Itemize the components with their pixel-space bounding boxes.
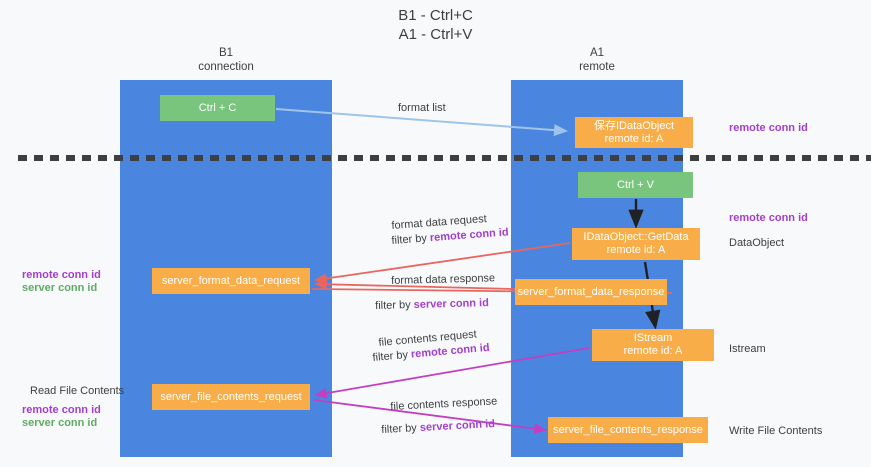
annotation-remote-conn-id-top: remote conn id [729, 122, 808, 134]
node-save-idataobject-line2: remote id: A [604, 132, 664, 145]
lane-header-b1-name: B1 [218, 47, 234, 59]
annotation-left-remote-conn-id-1: remote conn id [22, 269, 101, 281]
node-idataobject-getdata[interactable]: IDataObject::GetData remote id: A [572, 228, 700, 260]
filter-key-server-conn-id: server conn id [413, 297, 490, 311]
title-line-2: A1 - Ctrl+V [398, 26, 473, 43]
annotation-left-server-conn-id-2: server conn id [22, 417, 98, 429]
node-server-file-contents-request[interactable]: server_file_contents_request [152, 384, 310, 410]
node-istream-line2: remote id: A [623, 345, 683, 357]
annotation-write-file-contents: Write File Contents [729, 425, 823, 437]
node-server-format-data-response-label: server_format_data_response [517, 285, 665, 298]
edge-label-file-contents-response-filter: filter by server conn id [381, 417, 495, 437]
lane-header-b1: B1 connection [146, 46, 306, 74]
edge-label-file-contents-response: file contents response [390, 395, 498, 413]
lane-header-a1: A1 remote [517, 46, 677, 74]
filter-prefix: filter by [375, 298, 414, 312]
annotation-left-server-conn-id-1: server conn id [22, 282, 98, 294]
phase-divider-dashed-line [18, 155, 871, 161]
node-server-format-data-request[interactable]: server_format_data_request [152, 268, 310, 294]
annotation-istream: Istream [729, 343, 766, 355]
node-ctrl-v[interactable]: Ctrl + V [578, 172, 693, 198]
filter-prefix: filter by [372, 348, 412, 364]
node-save-idataobject-line1: 保存IDataObject [593, 119, 675, 132]
lane-header-b1-role: connection [198, 61, 254, 73]
annotation-read-file-contents: Read File Contents [30, 385, 125, 397]
node-ctrl-c[interactable]: Ctrl + C [160, 95, 275, 121]
node-save-idataobject[interactable]: 保存IDataObject remote id: A [575, 117, 693, 148]
edge-label-format-data-response: format data response [391, 272, 496, 287]
node-server-format-data-request-label: server_format_data_request [161, 274, 301, 287]
node-server-file-contents-response[interactable]: server_file_contents_response [548, 417, 708, 443]
filter-key-server-conn-id: server conn id [419, 418, 496, 434]
node-idataobject-getdata-line2: remote id: A [606, 244, 666, 256]
edge-label-format-data-response-filter: filter by server conn id [375, 296, 489, 313]
filter-prefix: filter by [391, 232, 431, 247]
node-server-format-data-response[interactable]: server_format_data_response [515, 279, 667, 305]
annotation-remote-conn-id-mid: remote conn id [729, 212, 808, 224]
node-server-file-contents-response-label: server_file_contents_response [553, 423, 703, 436]
node-istream-line1: IStream [633, 332, 673, 344]
annotation-left-remote-conn-id-2: remote conn id [22, 404, 101, 416]
diagram-title: B1 - Ctrl+C A1 - Ctrl+V [0, 6, 871, 44]
lane-header-a1-name: A1 [589, 47, 605, 59]
edge-label-format-list: format list [398, 102, 446, 114]
node-ctrl-c-label: Ctrl + C [198, 101, 237, 114]
node-idataobject-getdata-line1: IDataObject::GetData [583, 231, 689, 243]
title-line-1: B1 - Ctrl+C [398, 7, 473, 24]
filter-prefix: filter by [381, 421, 421, 436]
lane-header-a1-role: remote [579, 61, 615, 73]
annotation-dataobject: DataObject [729, 237, 785, 249]
node-istream[interactable]: IStream remote id: A [592, 329, 714, 361]
node-server-file-contents-request-label: server_file_contents_request [160, 390, 302, 403]
node-ctrl-v-label: Ctrl + V [617, 178, 654, 191]
